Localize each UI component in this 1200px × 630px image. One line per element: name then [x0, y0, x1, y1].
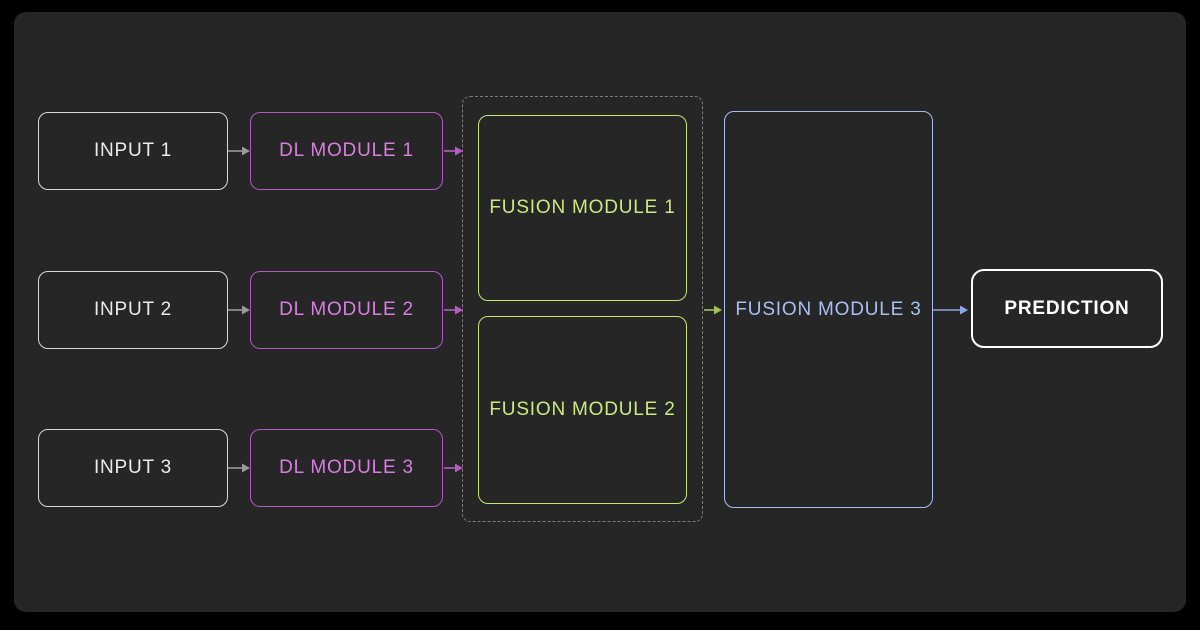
- node-fusion-module-3: FUSION MODULE 3: [724, 111, 933, 508]
- node-input-3: INPUT 3: [38, 429, 228, 507]
- node-label: FUSION MODULE 1: [489, 197, 676, 218]
- node-input-1: INPUT 1: [38, 112, 228, 190]
- node-label: DL MODULE 2: [279, 299, 414, 320]
- node-label: INPUT 3: [93, 457, 173, 478]
- node-label: DL MODULE 3: [279, 457, 414, 478]
- node-label: INPUT 1: [93, 140, 173, 161]
- node-dl-module-3: DL MODULE 3: [250, 429, 443, 507]
- node-prediction: PREDICTION: [971, 269, 1163, 348]
- node-fusion-module-2: FUSION MODULE 2: [478, 316, 687, 504]
- node-label: INPUT 2: [93, 299, 173, 320]
- node-fusion-module-1: FUSION MODULE 1: [478, 115, 687, 301]
- node-label: FUSION MODULE 2: [489, 399, 676, 420]
- node-dl-module-2: DL MODULE 2: [250, 271, 443, 349]
- node-dl-module-1: DL MODULE 1: [250, 112, 443, 190]
- node-label: PREDICTION: [1004, 297, 1130, 319]
- node-label: FUSION MODULE 3: [735, 298, 922, 320]
- node-input-2: INPUT 2: [38, 271, 228, 349]
- node-label: DL MODULE 1: [279, 140, 414, 161]
